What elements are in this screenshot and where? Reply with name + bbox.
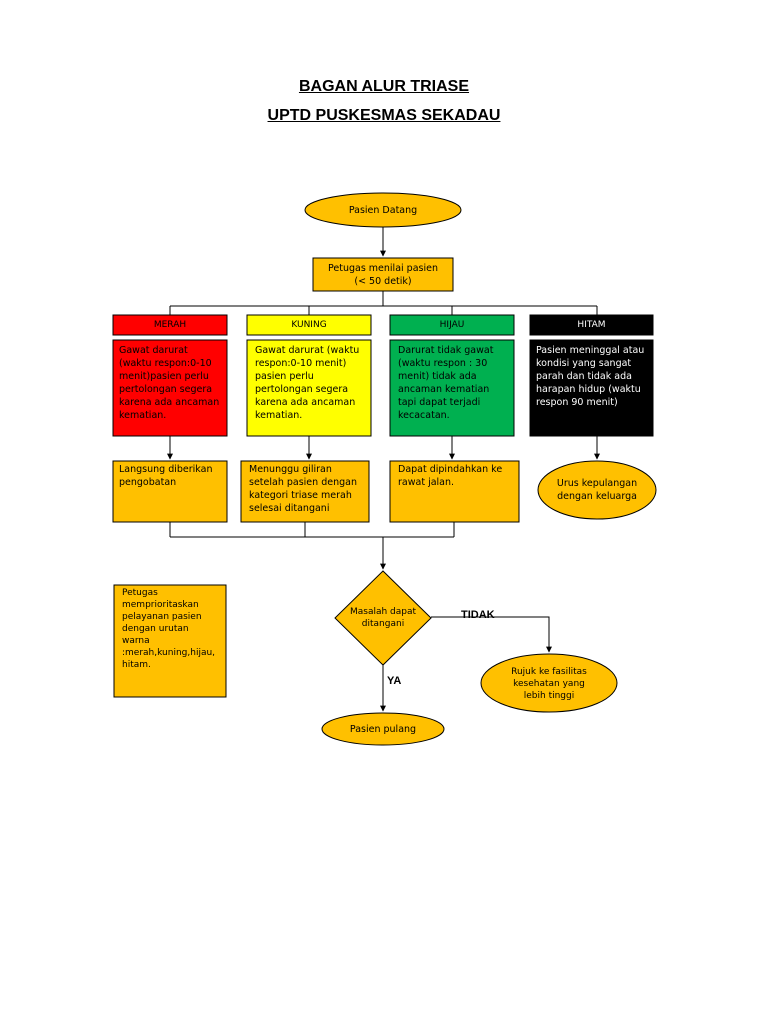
hitam-action: Urus kepulangan dengan keluarga (556, 478, 638, 502)
hijau-header: HIJAU (439, 319, 465, 330)
edge-label-no: TIDAK (461, 609, 495, 621)
kuning-action-shape (240, 460, 370, 523)
kuning-header: KUNING (291, 319, 327, 330)
start-node-shape (304, 192, 462, 228)
discharge-node: Pasien pulang (349, 723, 417, 735)
note-box: Petugas memprioritaskan pelayanan pasien… (122, 588, 216, 670)
start-node: Pasien Datang (348, 204, 418, 216)
refer-node: Rujuk ke fasilitas kesehatan yang lebih … (511, 667, 587, 701)
hijau-action-shape (389, 460, 520, 523)
merah-action: Langsung diberikan pengobatan (119, 464, 213, 488)
hitam-action-shape (537, 460, 657, 520)
discharge-shape (321, 712, 445, 746)
edge-decision-refer (431, 616, 552, 653)
merah-desc-shape (112, 339, 228, 437)
note-shape (113, 584, 227, 698)
merah-header: MERAH (153, 319, 187, 330)
hijau-action: Dapat dipindahkan ke rawat jalan. (398, 464, 503, 488)
page-subtitle: UPTD PUSKESMAS SEKADAU (267, 107, 501, 124)
refer-shape (480, 653, 618, 713)
assess-node-shape (312, 257, 454, 292)
hitam-description: Pasien meninggal atau kondisi yang sanga… (536, 345, 645, 408)
hitam-desc-shape (529, 339, 654, 437)
edge-label-yes: YA (387, 675, 402, 687)
kuning-desc-shape (246, 339, 372, 437)
hitam-header-shape (529, 314, 654, 336)
kuning-description: Gawat darurat (waktu respon:0-10 menit) … (255, 345, 360, 421)
assess-node: Petugas menilai pasien (< 50 detik) (328, 262, 438, 287)
page-title: BAGAN ALUR TRIASE (298, 78, 470, 95)
hitam-header: HITAM (577, 319, 606, 330)
hijau-header-shape (389, 314, 515, 336)
merah-description: Gawat darurat (waktu respon:0-10 menit)p… (119, 345, 220, 421)
decision-shape (334, 570, 432, 666)
hijau-description: Darurat tidak gawat (waktu respon : 30 m… (398, 345, 494, 421)
decision-node: Masalah dapat ditangani (349, 607, 417, 629)
kuning-header-shape (246, 314, 372, 336)
merah-action-shape (112, 460, 228, 523)
merah-header-shape (112, 314, 228, 336)
kuning-action: Menunggu giliran setelah pasien dengan k… (249, 464, 357, 514)
hijau-desc-shape (389, 339, 515, 437)
